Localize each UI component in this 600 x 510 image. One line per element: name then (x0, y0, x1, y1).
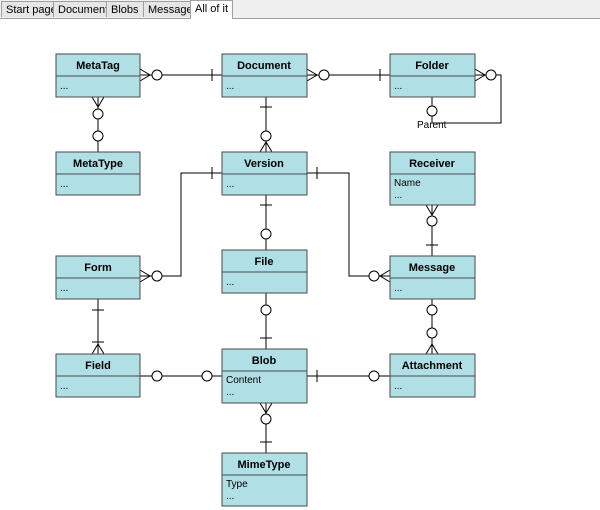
crowfoot-icon (474, 68, 486, 82)
cardinality-markers (91, 68, 497, 443)
entity-field: ... (226, 179, 234, 190)
entity-mimetype[interactable]: MimeType Type ... (221, 452, 308, 507)
entity-title: MimeType (238, 459, 291, 471)
tab-document[interactable]: Document (53, 1, 114, 17)
entity-message[interactable]: Message ... (389, 255, 476, 300)
crowfoot-icon (139, 269, 151, 283)
optional-circle-icon (368, 370, 380, 382)
crowfoot-icon (425, 343, 439, 355)
optional-circle-icon (92, 130, 104, 142)
entity-title: MetaTag (76, 60, 120, 72)
crowfoot-icon (379, 269, 391, 283)
entity-field: ... (226, 81, 234, 92)
entity-metatype[interactable]: MetaType ... (55, 151, 141, 196)
entity-blob[interactable]: Blob Content ... (221, 348, 308, 404)
entity-field: Content (226, 375, 261, 386)
crowfoot-icon (259, 141, 273, 153)
optional-circle-icon (426, 215, 438, 227)
entity-version[interactable]: Version ... (221, 151, 308, 196)
optional-circle-icon (426, 327, 438, 339)
entity-field: ... (394, 81, 402, 92)
tab-message[interactable]: Message (143, 1, 198, 17)
entity-field: Type (226, 479, 248, 490)
optional-circle-icon (318, 69, 330, 81)
entity-title: Field (85, 360, 111, 372)
optional-circle-icon (151, 370, 163, 382)
optional-circle-icon (260, 130, 272, 142)
entity-file[interactable]: File ... (221, 249, 308, 294)
crowfoot-icon (91, 343, 105, 355)
optional-circle-icon (368, 270, 380, 282)
optional-circle-icon (260, 413, 272, 425)
entity-metatag[interactable]: MetaTag ... (55, 53, 141, 98)
entity-title: Document (237, 60, 291, 72)
rel-version-form (140, 172, 222, 277)
entity-field: Name (394, 178, 421, 189)
relation-label-parent: Parent (417, 120, 447, 131)
entity-title: Message (409, 262, 455, 274)
entity-title: File (255, 256, 274, 268)
entity-title: MetaType (73, 158, 123, 170)
entity-field: ... (226, 277, 234, 288)
entity-folder[interactable]: Folder ... (389, 53, 476, 98)
optional-circle-icon (260, 228, 272, 240)
optional-circle-icon (151, 69, 163, 81)
tab-start-page[interactable]: Start page (1, 1, 62, 17)
entity-field: ... (60, 179, 68, 190)
optional-circle-icon (426, 304, 438, 316)
entity-attachment[interactable]: Attachment ... (389, 353, 476, 398)
entity-title: Attachment (402, 360, 463, 372)
optional-circle-icon (92, 108, 104, 120)
optional-circle-icon (426, 105, 438, 117)
optional-circle-icon (151, 270, 163, 282)
tab-bar: Start page Document Blobs Message All of… (0, 0, 600, 19)
entity-field[interactable]: Field ... (55, 353, 141, 398)
entity-field: ... (60, 283, 68, 294)
entity-form[interactable]: Form ... (55, 255, 141, 300)
entity-receiver[interactable]: Receiver Name ... (389, 151, 476, 206)
tab-all-of-it[interactable]: All of it (190, 0, 234, 19)
entity-title: Form (84, 262, 112, 274)
entity-field: ... (60, 381, 68, 392)
optional-circle-icon (201, 370, 213, 382)
entity-document[interactable]: Document ... (221, 53, 308, 98)
optional-circle-icon (260, 304, 272, 316)
crowfoot-icon (425, 204, 439, 216)
entity-field: ... (226, 491, 234, 502)
entity-field: ... (394, 190, 402, 201)
entity-title: Version (244, 158, 284, 170)
entity-field: ... (60, 81, 68, 92)
entity-field: ... (226, 387, 234, 398)
crowfoot-icon (306, 68, 318, 82)
rel-version-message (307, 172, 390, 277)
optional-circle-icon (485, 69, 497, 81)
crowfoot-icon (91, 96, 105, 108)
entity-field: ... (394, 283, 402, 294)
crowfoot-icon (139, 68, 151, 82)
crowfoot-icon (259, 402, 273, 414)
entity-title: Folder (415, 60, 449, 72)
entity-title: Blob (252, 355, 277, 367)
entity-title: Receiver (409, 158, 456, 170)
entity-field: ... (394, 381, 402, 392)
